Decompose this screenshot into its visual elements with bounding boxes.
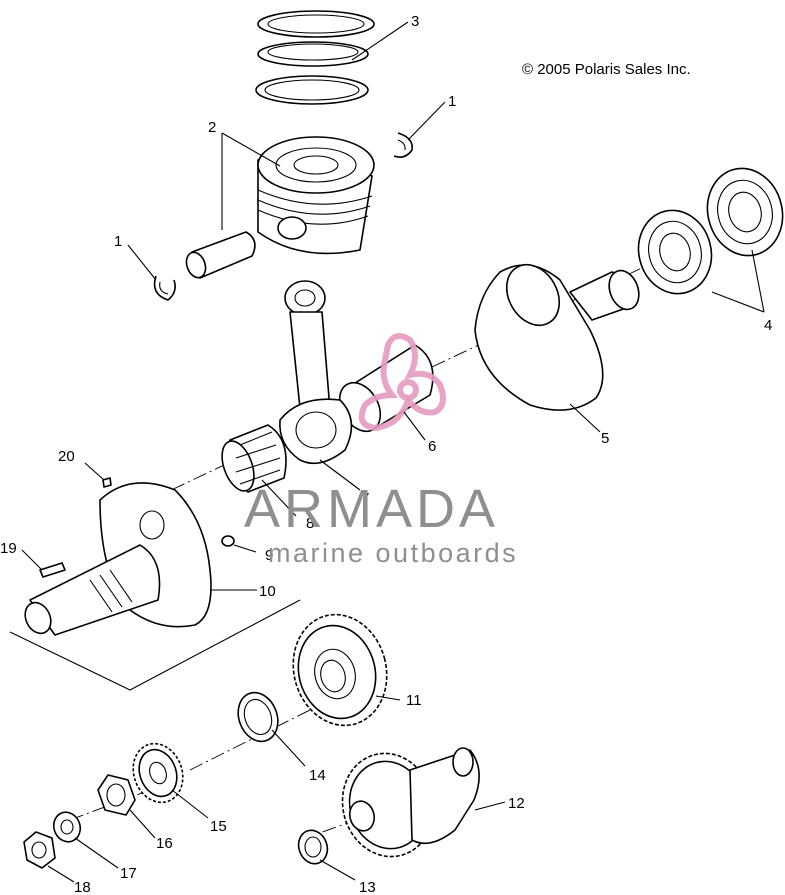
callout-7: 7	[361, 490, 369, 507]
callout-11: 11	[406, 692, 422, 709]
shim-ring	[237, 691, 279, 743]
crankshaft-right-half	[474, 264, 640, 411]
circlip-right	[393, 132, 414, 158]
callout-9: 9	[265, 547, 273, 564]
thrust-washer	[297, 829, 329, 865]
callout-2: 2	[208, 119, 216, 136]
woodruff-key	[39, 562, 66, 578]
callout-19: 19	[0, 540, 17, 557]
washer	[52, 811, 82, 843]
callout-17: 17	[120, 865, 137, 882]
copyright-notice: © 2005 Polaris Sales Inc.	[522, 61, 691, 78]
callout-20: 20	[58, 448, 75, 465]
circlip-left	[153, 275, 176, 301]
callout-15: 15	[210, 818, 227, 835]
small-pin	[102, 477, 112, 488]
callout-13: 13	[359, 879, 376, 895]
callout-10: 10	[259, 583, 276, 600]
crank-gear	[292, 613, 388, 727]
callout-18: 18	[74, 879, 91, 895]
callout-12: 12	[508, 795, 525, 812]
callout-6: 6	[428, 438, 436, 455]
castle-nut	[97, 774, 136, 816]
callout-5: 5	[601, 430, 609, 447]
watermark-subtitle: marine outboards	[268, 538, 518, 568]
callout-16: 16	[156, 835, 173, 852]
piston-rings	[255, 10, 375, 105]
callout-8: 8	[306, 515, 314, 532]
dowel-pin	[221, 535, 235, 547]
drive-gear	[132, 742, 184, 804]
piston-pin	[185, 231, 256, 279]
hex-nut	[23, 831, 56, 869]
callout-14: 14	[309, 767, 326, 784]
callout-1-right: 1	[448, 93, 456, 110]
balance-shaft	[341, 747, 480, 858]
callout-3: 3	[411, 13, 419, 30]
watermark-title: ARMADA	[244, 479, 499, 539]
crankshaft-left-half	[9, 482, 301, 691]
main-bearing-inner	[637, 209, 713, 295]
leader-lines	[21, 21, 765, 883]
watermark-logo	[358, 333, 447, 432]
main-bearing-outer	[706, 167, 784, 257]
piston	[257, 136, 375, 255]
needle-bearing	[221, 424, 287, 493]
callout-1-left: 1	[114, 233, 122, 250]
callout-4: 4	[764, 317, 772, 334]
connecting-rod	[279, 280, 353, 465]
